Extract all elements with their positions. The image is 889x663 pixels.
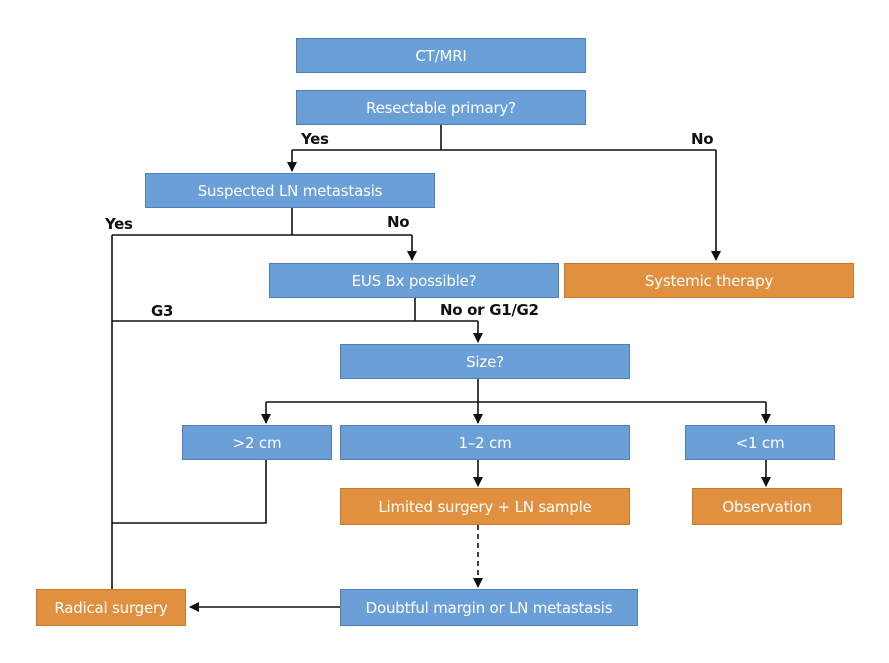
edge-label-no-or-g1g2: No or G1/G2 xyxy=(440,301,539,319)
edge-label-resectable-yes: Yes xyxy=(301,130,329,148)
node-size: Size? xyxy=(340,344,630,379)
node-limited-surgery: Limited surgery + LN sample xyxy=(340,488,630,525)
edge-label-resectable-no: No xyxy=(691,130,714,148)
node-eus-bx-possible: EUS Bx possible? xyxy=(269,263,559,298)
node-doubtful-margin: Doubtful margin or LN metastasis xyxy=(340,589,638,626)
connector-eus-g3 xyxy=(112,298,478,322)
node-resectable-primary: Resectable primary? xyxy=(296,90,586,125)
node-1-2cm: 1–2 cm xyxy=(340,425,630,460)
connector-resectable-split xyxy=(292,125,716,151)
connector-size-split xyxy=(266,378,766,403)
node-ct-mri: CT/MRI xyxy=(296,38,586,73)
node-systemic-therapy: Systemic therapy xyxy=(564,263,854,298)
node-gt2cm: >2 cm xyxy=(182,425,332,460)
edge-label-ln-yes: Yes xyxy=(105,215,133,233)
node-lt1cm: <1 cm xyxy=(685,425,835,460)
node-radical-surgery: Radical surgery xyxy=(36,589,186,626)
edge-label-g3: G3 xyxy=(151,302,174,320)
connector-ln-split xyxy=(112,208,412,236)
node-observation: Observation xyxy=(692,488,842,525)
edge-label-ln-no: No xyxy=(387,213,410,231)
connector-gt2-to-radical xyxy=(112,460,267,524)
node-suspected-ln-metastasis: Suspected LN metastasis xyxy=(145,173,435,208)
